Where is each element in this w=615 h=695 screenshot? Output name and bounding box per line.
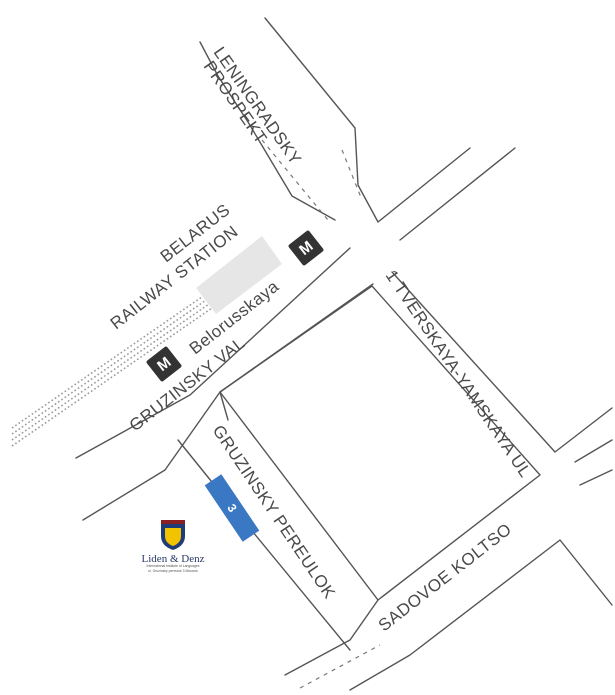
street-label-sadovoe-koltso: SADOVOE KOLTSO	[375, 520, 516, 636]
station-building	[196, 236, 282, 314]
house-number-marker: 3	[204, 474, 260, 542]
logo-address: ul. Gruzinsky pereulok 3 Moscow	[148, 569, 198, 573]
city-block	[219, 285, 541, 601]
logo-name: Liden & Denz	[142, 553, 205, 565]
street-label-tverskaya: 1 TVERSKAYA-YAMSKAYA UL	[382, 267, 535, 481]
leningradsky-prospekt-road	[199, 17, 471, 223]
metro-marker-bottom: M	[146, 346, 182, 382]
tverskaya-yamskaya-road	[391, 147, 613, 463]
metro-marker-top: M	[288, 230, 324, 266]
logo-subtitle: International Institute of Languages	[147, 564, 200, 568]
school-logo: Liden & Denz International Institute of …	[134, 514, 212, 576]
crest-top	[161, 520, 185, 524]
street-label-leningradsky-1: LENINGRADSKY	[210, 43, 305, 168]
sadovoe-koltso-road	[284, 469, 613, 691]
railway-tracks	[11, 289, 213, 447]
